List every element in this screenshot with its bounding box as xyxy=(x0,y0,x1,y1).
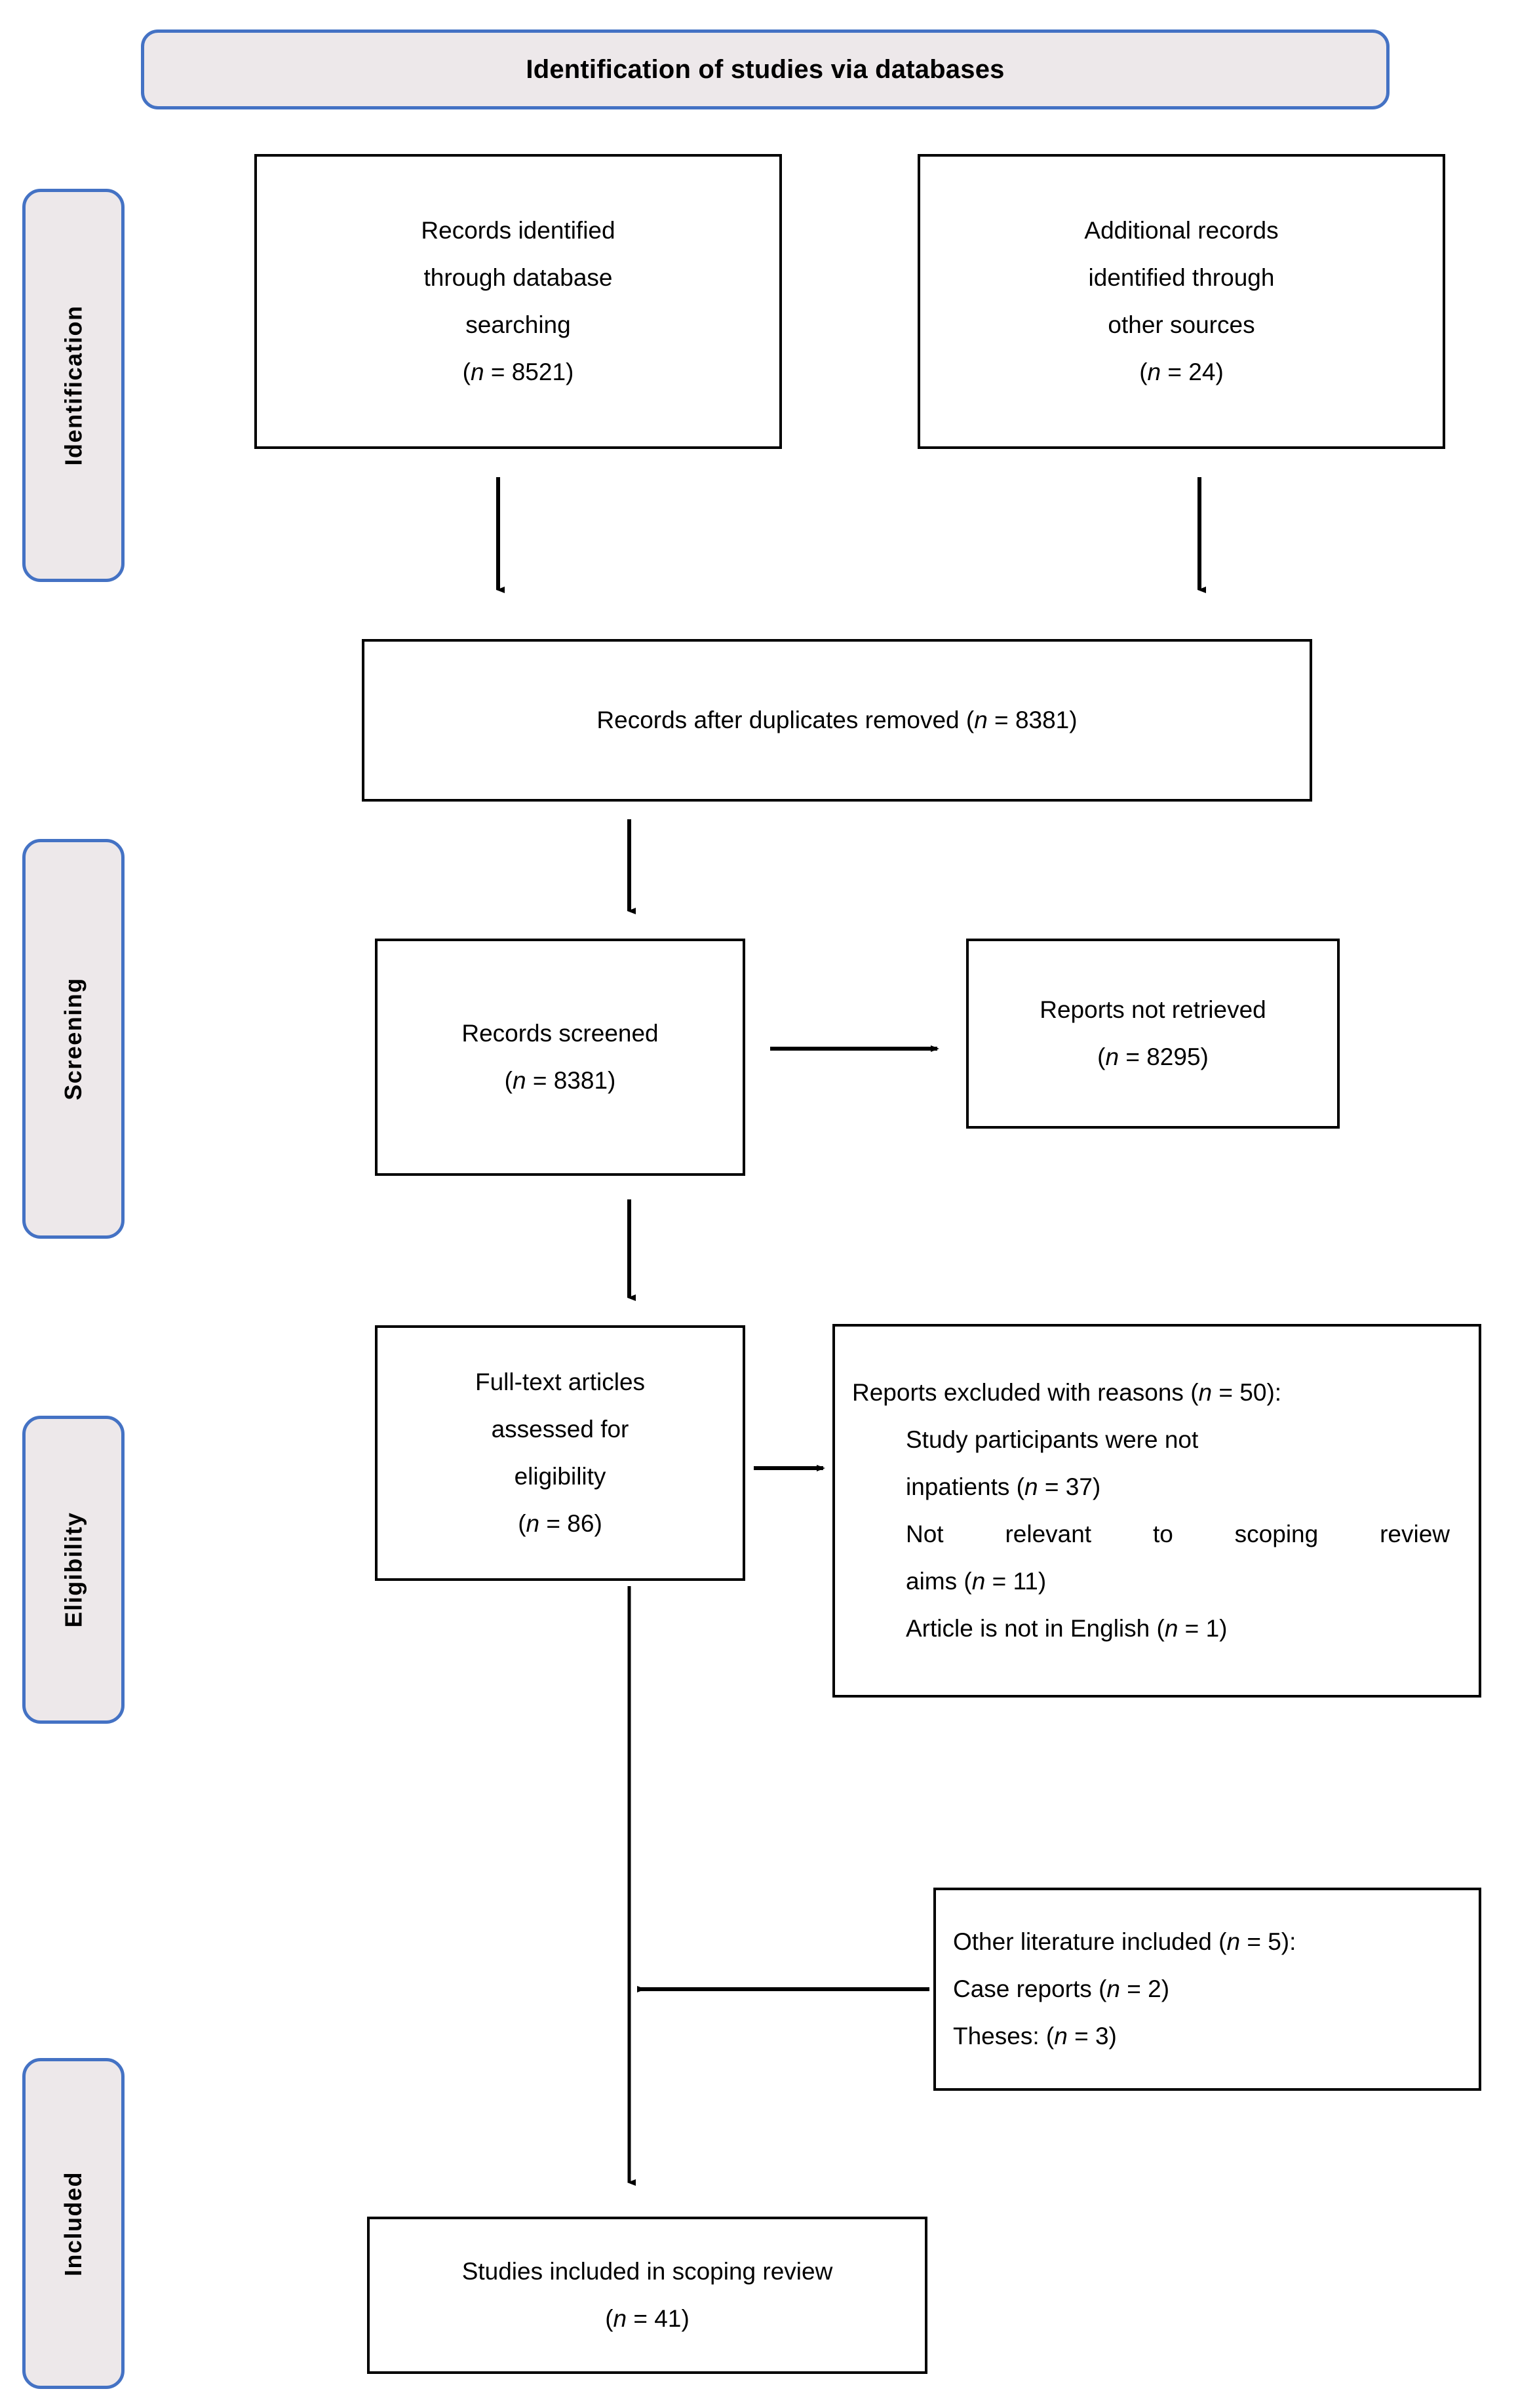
box-reports-not-retrieved: Reports not retrieved (n = 8295) xyxy=(966,939,1340,1129)
count-value: = 8295) xyxy=(1119,1043,1209,1070)
box-line: Reports not retrieved xyxy=(1040,996,1266,1023)
stage-tab-included: Included xyxy=(22,2058,125,2389)
count-n-symbol: n xyxy=(1198,1378,1213,1406)
excluded-reason-line: Not relevant to scoping review xyxy=(906,1521,1450,1547)
stage-tab-identification: Identification xyxy=(22,189,125,582)
box-line: Records after duplicates removed (n = 83… xyxy=(596,697,1077,744)
count-value: = 8381) xyxy=(987,706,1078,733)
box-records-screened: Records screened (n = 8381) xyxy=(375,939,745,1176)
other-literature-heading-text: Other literature included ( xyxy=(953,1928,1227,1955)
box-line: Records identified xyxy=(421,216,615,244)
box-count: (n = 41) xyxy=(605,2295,690,2342)
box-line: other sources xyxy=(1108,311,1255,338)
count-paren-open: ( xyxy=(1097,1043,1106,1070)
count-n-symbol: n xyxy=(512,1067,526,1094)
other-literature-item: Case reports (n = 2) xyxy=(953,1966,1169,2013)
count-n-symbol: n xyxy=(1106,1975,1120,2002)
box-reports-excluded-with-reasons: Reports excluded with reasons (n = 50): … xyxy=(832,1324,1481,1698)
count-value: = 5): xyxy=(1240,1928,1296,1955)
count-n-symbol: n xyxy=(1054,2023,1068,2050)
count-paren-open: ( xyxy=(518,1510,526,1538)
stage-label-identification: Identification xyxy=(60,305,87,466)
box-line: eligibility xyxy=(514,1463,606,1490)
box-line: assessed for xyxy=(491,1415,629,1443)
excluded-reason-text: aims ( xyxy=(906,1568,972,1595)
excluded-reason-text: Article is not in English ( xyxy=(906,1615,1165,1642)
box-count: (n = 8381) xyxy=(505,1057,616,1104)
box-line: Full-text articles xyxy=(475,1368,646,1395)
count-value: = 11) xyxy=(985,1568,1047,1595)
box-line: Records screened xyxy=(461,1019,659,1047)
other-literature-item-text: Theses: ( xyxy=(953,2023,1055,2050)
box-count: (n = 24) xyxy=(1139,349,1224,396)
stage-label-screening: Screening xyxy=(60,977,87,1100)
count-value: = 86) xyxy=(539,1510,602,1538)
box-records-identified-database: Records identified through database sear… xyxy=(254,154,782,449)
box-count: (n = 8295) xyxy=(1097,1034,1209,1081)
box-text: Records after duplicates removed ( xyxy=(596,706,975,733)
count-n-symbol: n xyxy=(470,359,484,386)
other-literature-item-text: Case reports ( xyxy=(953,1975,1107,2002)
diagram-header-banner: Identification of studies via databases xyxy=(141,29,1390,109)
excluded-heading: Reports excluded with reasons (n = 50): xyxy=(852,1369,1281,1416)
count-n-symbol: n xyxy=(971,1568,986,1595)
excluded-reason-text: inpatients ( xyxy=(906,1473,1024,1500)
diagram-title: Identification of studies via databases xyxy=(526,54,1005,84)
box-records-after-duplicates-removed: Records after duplicates removed (n = 83… xyxy=(362,639,1312,802)
box-additional-records-other-sources: Additional records identified through ot… xyxy=(918,154,1445,449)
box-line: Additional records xyxy=(1084,216,1279,244)
count-paren-open: ( xyxy=(605,2305,613,2332)
count-n-symbol: n xyxy=(1147,359,1161,386)
box-studies-included-scoping-review: Studies included in scoping review (n = … xyxy=(367,2217,927,2374)
box-count: (n = 8521) xyxy=(463,349,574,396)
count-value: = 50): xyxy=(1212,1378,1282,1406)
count-value: = 8381) xyxy=(526,1067,616,1094)
count-value: = 2) xyxy=(1120,1975,1170,2002)
excluded-reason-line: aims (n = 11) xyxy=(852,1558,1046,1605)
stage-label-eligibility: Eligibility xyxy=(60,1511,87,1628)
count-n-symbol: n xyxy=(613,2305,627,2332)
stage-label-included: Included xyxy=(60,2171,87,2276)
count-n-symbol: n xyxy=(1226,1928,1241,1955)
other-literature-heading: Other literature included (n = 5): xyxy=(953,1918,1296,1966)
count-value: = 1) xyxy=(1178,1615,1228,1642)
count-n-symbol: n xyxy=(1105,1043,1119,1070)
count-paren-open: ( xyxy=(1139,359,1148,386)
other-literature-item: Theses: (n = 3) xyxy=(953,2013,1117,2060)
count-n-symbol: n xyxy=(526,1510,540,1538)
box-fulltext-assessed-eligibility: Full-text articles assessed for eligibil… xyxy=(375,1325,745,1581)
count-value: = 37) xyxy=(1038,1473,1101,1500)
excluded-reason-line: Study participants were not xyxy=(906,1426,1199,1453)
box-line: Studies included in scoping review xyxy=(461,2257,833,2285)
box-line: identified through xyxy=(1088,263,1275,291)
stage-tab-screening: Screening xyxy=(22,839,125,1239)
excluded-reason-line: Article is not in English (n = 1) xyxy=(852,1605,1227,1652)
count-paren-open: ( xyxy=(462,359,471,386)
count-value: = 3) xyxy=(1067,2023,1117,2050)
stage-tab-eligibility: Eligibility xyxy=(22,1416,125,1724)
count-n-symbol: n xyxy=(1024,1473,1038,1500)
count-value: = 8521) xyxy=(484,359,574,386)
count-n-symbol: n xyxy=(974,706,988,733)
box-count: (n = 86) xyxy=(518,1500,602,1547)
count-n-symbol: n xyxy=(1164,1615,1178,1642)
excluded-heading-text: Reports excluded with reasons ( xyxy=(852,1378,1199,1406)
box-line: through database xyxy=(423,263,613,291)
box-line: searching xyxy=(465,311,571,338)
box-other-literature-included: Other literature included (n = 5): Case … xyxy=(933,1888,1481,2091)
count-value: = 41) xyxy=(627,2305,690,2332)
excluded-reason-line: inpatients (n = 37) xyxy=(852,1464,1100,1511)
count-value: = 24) xyxy=(1161,359,1224,386)
count-paren-open: ( xyxy=(504,1067,513,1094)
